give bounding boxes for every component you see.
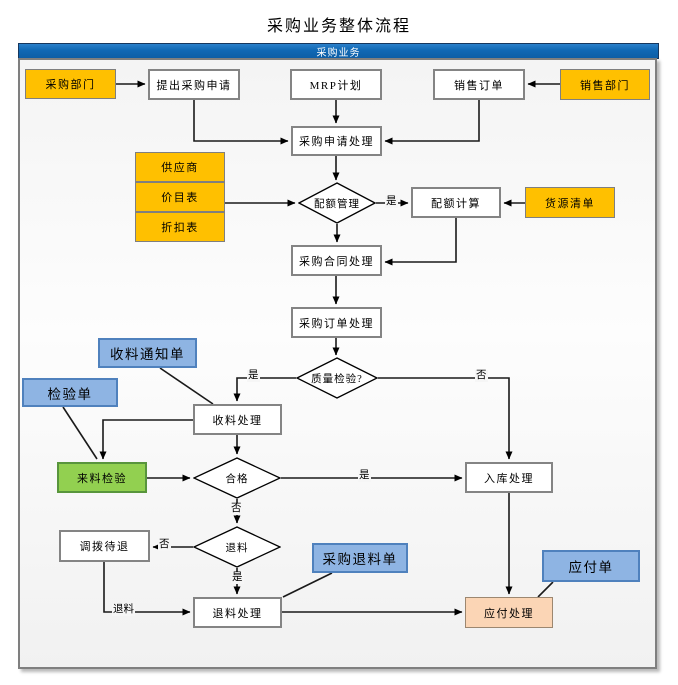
node-payable-sheet: 应付单 xyxy=(542,550,640,582)
edge-label-quota-yes: 是 xyxy=(385,196,398,208)
node-contract-process: 采购合同处理 xyxy=(291,245,382,276)
node-payable-process: 应付处理 xyxy=(465,597,553,628)
swimlane-header: 采购业务 xyxy=(18,43,659,59)
edge-label-qualified-yes: 是 xyxy=(358,470,371,482)
node-mrp-plan: MRP计划 xyxy=(290,69,382,100)
node-quota-calc: 配额计算 xyxy=(411,187,501,218)
node-incoming-inspection: 来料检验 xyxy=(57,462,147,493)
node-purchase-return-sheet: 采购退料单 xyxy=(312,543,408,573)
edge-label-return-no: 否 xyxy=(158,539,171,551)
edge-label-return-yes: 是 xyxy=(231,572,244,584)
swimlane-header-label: 采购业务 xyxy=(316,47,361,59)
node-qualified-decision: 合格 xyxy=(193,457,281,499)
node-sales-dept: 销售部门 xyxy=(560,69,650,100)
diamond-shape xyxy=(193,457,281,499)
edge-label-quality-yes: 是 xyxy=(247,370,260,382)
edge-label-quality-no: 否 xyxy=(475,370,488,382)
edge-label-qualified-no: 否 xyxy=(230,503,243,515)
node-price-list: 价目表 xyxy=(135,182,225,212)
node-quality-check-decision: 质量检验? xyxy=(296,357,378,399)
node-order-process: 采购订单处理 xyxy=(291,307,382,338)
node-sales-order: 销售订单 xyxy=(433,69,525,100)
node-return-process: 退料处理 xyxy=(193,597,282,628)
node-quota-mgmt-decision: 配额管理 xyxy=(298,182,376,224)
node-request-process: 采购申请处理 xyxy=(291,126,382,156)
node-transfer-pending: 调拨待退 xyxy=(59,530,150,562)
node-supplier: 供应商 xyxy=(135,152,225,182)
diamond-shape xyxy=(298,182,376,224)
node-source-list: 货源清单 xyxy=(525,187,615,218)
node-discount-list: 折扣表 xyxy=(135,212,225,242)
node-warehouse-process: 入库处理 xyxy=(465,462,553,493)
diamond-shape xyxy=(296,357,378,399)
node-inspection-sheet: 检验单 xyxy=(22,378,118,407)
node-return-decision: 退料 xyxy=(193,526,281,568)
node-purchase-dept: 采购部门 xyxy=(25,69,116,99)
diamond-shape xyxy=(193,526,281,568)
edge-label-return-material: 退料 xyxy=(112,604,135,616)
node-receive-process: 收料处理 xyxy=(193,404,282,435)
node-receipt-notice: 收料通知单 xyxy=(98,338,197,368)
page-title: 采购业务整体流程 xyxy=(266,18,411,35)
node-submit-request: 提出采购申请 xyxy=(148,69,240,100)
